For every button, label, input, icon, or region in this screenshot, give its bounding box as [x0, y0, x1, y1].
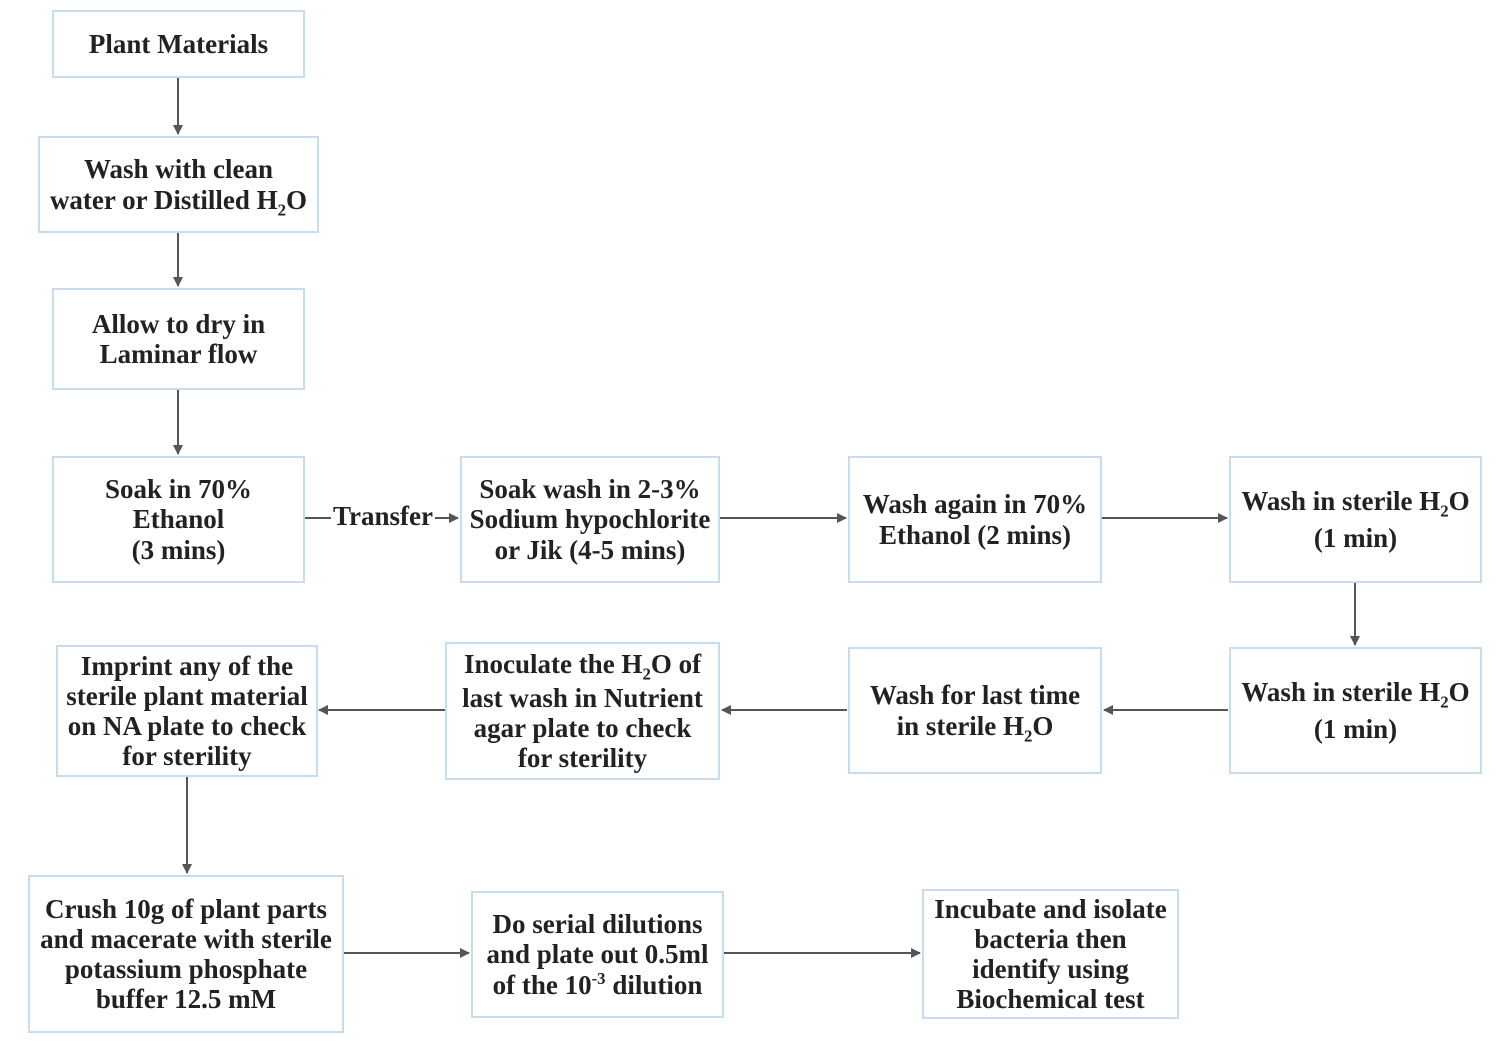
- wash-last-line1: Wash for last time: [869, 680, 1081, 711]
- serial-line2: and plate out 0.5ml: [486, 939, 709, 970]
- inoculate-line1: Inoculate the H2O of: [462, 648, 703, 682]
- wash-sterile-2-line2: (1 min): [1313, 713, 1398, 744]
- wash-clean-line2: water or Distilled H2O: [49, 184, 308, 218]
- inoculate-pre: Inoculate the H: [463, 648, 643, 679]
- incubate-line4: Biochemical test: [956, 984, 1145, 1015]
- allow-dry-line1: Allow to dry in: [91, 308, 266, 339]
- box-wash-clean-water: Wash with clean water or Distilled H2O: [38, 136, 319, 233]
- crush-line4: buffer 12.5 mM: [95, 984, 277, 1015]
- incubate-line3: identify using: [972, 954, 1129, 984]
- imprint-line4: for sterility: [122, 741, 252, 772]
- imprint-line2: sterile plant material: [66, 680, 308, 711]
- box-crush-text: Crush 10g of plant parts and macerate wi…: [40, 894, 332, 1015]
- wash-again-line2: Ethanol (2 mins): [878, 519, 1072, 550]
- box-imprint: Imprint any of the sterile plant materia…: [56, 645, 318, 777]
- inoculate-post: O of: [650, 648, 702, 679]
- wash-clean-subscript: 2: [277, 199, 287, 219]
- serial-pre: of the 10: [492, 969, 592, 1000]
- box-serial-dilutions: Do serial dilutions and plate out 0.5ml …: [471, 891, 724, 1018]
- crush-line2: and macerate with sterile: [40, 923, 332, 954]
- box-imprint-text: Imprint any of the sterile plant materia…: [66, 651, 307, 772]
- box-wash-sterile-2-text: Wash in sterile H2O (1 min): [1241, 677, 1469, 743]
- soak-ethanol-line3: (3 mins): [131, 534, 226, 565]
- wash-clean-line1: Wash with clean: [83, 154, 274, 185]
- wash-sterile-1-post: O: [1448, 486, 1470, 517]
- box-crush: Crush 10g of plant parts and macerate wi…: [28, 875, 344, 1033]
- soak-ethanol-line1: Soak in 70%: [104, 474, 253, 505]
- box-serial-text: Do serial dilutions and plate out 0.5ml …: [486, 909, 708, 1000]
- hypochlorite-line3: or Jik (4-5 mins): [494, 534, 686, 565]
- wash-sterile-2-pre: Wash in sterile H: [1241, 677, 1441, 708]
- box-plant-materials: Plant Materials: [52, 10, 305, 78]
- box-soak-ethanol-text: Soak in 70% Ethanol (3 mins): [105, 474, 252, 565]
- box-soak-hypochlorite-text: Soak wash in 2-3% Sodium hypochlorite or…: [470, 474, 711, 565]
- wash-sterile-1-line2: (1 min): [1313, 522, 1398, 553]
- soak-ethanol-line2: Ethanol: [132, 504, 225, 535]
- imprint-line1: Imprint any of the: [80, 650, 294, 681]
- box-wash-again-text: Wash again in 70% Ethanol (2 mins): [863, 489, 1087, 549]
- incubate-line1: Incubate and isolate: [934, 893, 1167, 924]
- wash-sterile-2-post: O: [1448, 677, 1470, 708]
- wash-sterile-1-subscript: 2: [1440, 501, 1449, 521]
- box-inoculate: Inoculate the H2O of last wash in Nutrie…: [445, 642, 720, 780]
- inoculate-subscript: 2: [642, 663, 651, 683]
- inoculate-line4: for sterility: [517, 743, 648, 774]
- box-wash-last-time: Wash for last time in sterile H2O: [848, 647, 1102, 774]
- crush-line3: potassium phosphate: [64, 954, 308, 984]
- box-incubate: Incubate and isolate bacteria then ident…: [922, 889, 1179, 1019]
- crush-line1: Crush 10g of plant parts: [44, 893, 328, 924]
- box-soak-hypochlorite: Soak wash in 2-3% Sodium hypochlorite or…: [460, 456, 720, 583]
- imprint-line3: on NA plate to check: [67, 711, 307, 741]
- wash-sterile-2-line1: Wash in sterile H2O: [1241, 677, 1470, 710]
- wash-last-post: O: [1032, 710, 1054, 741]
- wash-last-line2: in sterile H2O: [870, 710, 1080, 744]
- wash-sterile-1-pre: Wash in sterile H: [1241, 486, 1441, 517]
- hypochlorite-line1: Soak wash in 2-3%: [479, 474, 701, 505]
- serial-superscript: -3: [591, 968, 606, 988]
- box-wash-sterile-1-text: Wash in sterile H2O (1 min): [1241, 486, 1469, 552]
- box-wash-sterile-1: Wash in sterile H2O (1 min): [1229, 456, 1482, 583]
- box-wash-clean-water-text: Wash with clean water or Distilled H2O: [49, 154, 308, 218]
- wash-clean-line2-text: water or Distilled H: [49, 184, 278, 215]
- incubate-line2: bacteria then: [974, 923, 1127, 954]
- hypochlorite-line2: Sodium hypochlorite: [469, 504, 711, 535]
- allow-dry-line2: Laminar flow: [99, 339, 258, 369]
- inoculate-line2: last wash in Nutrient: [462, 682, 703, 713]
- wash-last-pre: in sterile H: [896, 710, 1025, 741]
- wash-sterile-2-subscript: 2: [1440, 692, 1449, 712]
- wash-sterile-1-line1: Wash in sterile H2O: [1241, 486, 1470, 519]
- wash-last-subscript: 2: [1024, 725, 1033, 745]
- box-plant-materials-label: Plant Materials: [88, 28, 269, 59]
- box-wash-sterile-2: Wash in sterile H2O (1 min): [1229, 647, 1482, 774]
- transfer-label: Transfer: [331, 501, 435, 532]
- serial-line1: Do serial dilutions: [492, 909, 703, 940]
- box-allow-dry-text: Allow to dry in Laminar flow: [92, 309, 265, 369]
- box-allow-dry: Allow to dry in Laminar flow: [52, 288, 305, 390]
- box-soak-ethanol: Soak in 70% Ethanol (3 mins): [52, 456, 305, 583]
- wash-again-line1: Wash again in 70%: [862, 489, 1088, 520]
- inoculate-line3: agar plate to check: [473, 713, 692, 743]
- box-wash-again-ethanol: Wash again in 70% Ethanol (2 mins): [848, 456, 1102, 583]
- box-wash-last-text: Wash for last time in sterile H2O: [869, 680, 1081, 744]
- serial-post: dilution: [605, 969, 703, 1000]
- serial-line3: of the 10-3 dilution: [486, 970, 708, 1000]
- wash-clean-line2-after: O: [286, 184, 308, 215]
- box-inoculate-text: Inoculate the H2O of last wash in Nutrie…: [462, 649, 703, 774]
- box-incubate-text: Incubate and isolate bacteria then ident…: [934, 894, 1167, 1015]
